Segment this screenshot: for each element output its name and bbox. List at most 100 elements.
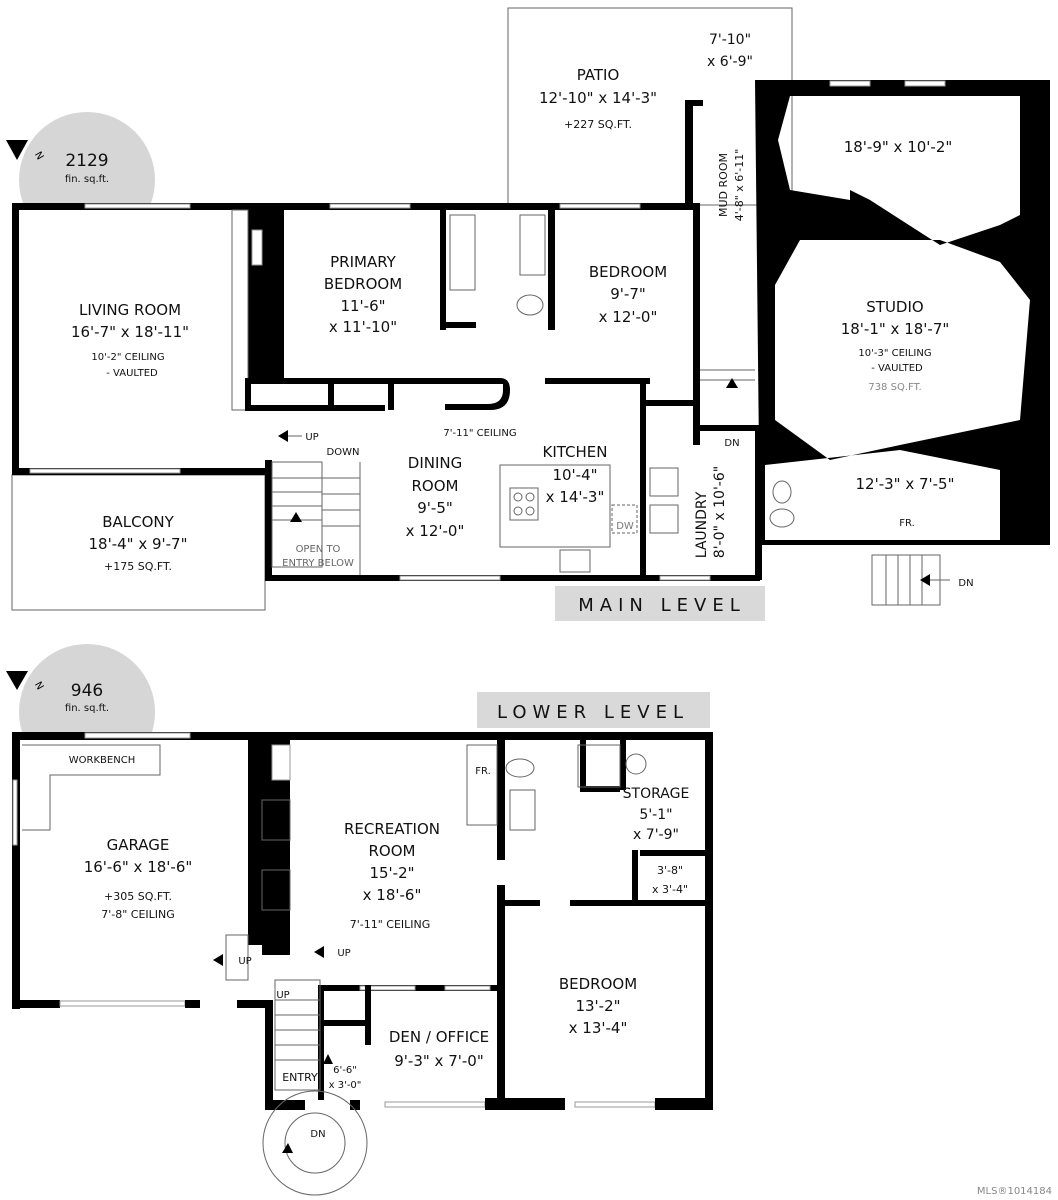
studio-area: 738 SQ.FT. xyxy=(868,382,921,393)
recreation-room-size: 15'-2" xyxy=(369,864,414,882)
bedroom-label: BEDROOM xyxy=(589,263,667,281)
workbench-label: WORKBENCH xyxy=(69,755,135,766)
studio-upper-size: 18'-9" x 10'-2" xyxy=(844,138,953,156)
garage-area: +305 SQ.FT. xyxy=(104,890,172,903)
primary-bedroom-size: x 11'-10" xyxy=(329,318,397,336)
studio-walls xyxy=(755,80,1050,606)
hall-ceiling: 7'-11" CEILING xyxy=(443,428,516,439)
lower-level-title: LOWER LEVEL xyxy=(497,702,689,723)
mls-number: MLS®1014184 xyxy=(977,1186,1052,1197)
entry-dn-label: DN xyxy=(310,1129,325,1140)
stair-down-label: DOWN xyxy=(327,447,360,458)
up-arrow-icon xyxy=(323,1054,333,1064)
garage-ceiling: 7'-8" CEILING xyxy=(101,908,175,921)
primary-bedroom-label: BEDROOM xyxy=(324,275,402,293)
svg-text:N: N xyxy=(32,150,45,162)
main-stair xyxy=(271,430,361,575)
living-room-ceiling-note: - VAULTED xyxy=(106,368,158,379)
kitchen-fixtures xyxy=(449,214,679,573)
mud-room-label: MUD ROOM xyxy=(717,153,730,217)
nook-size: x 6'-9" xyxy=(707,54,753,70)
bedroom-size: 9'-7" xyxy=(610,285,646,303)
lower-bedroom-label: BEDROOM xyxy=(559,975,637,993)
closet-size: x 3'-4" xyxy=(652,883,688,896)
lower-bedroom-size: 13'-2" xyxy=(575,997,620,1015)
kitchen-size: x 14'-3" xyxy=(546,488,605,506)
entry-label: ENTRY xyxy=(282,1071,318,1084)
mud-room-dn-label: DN xyxy=(724,438,739,449)
recreation-room-label: RECREATION xyxy=(344,820,440,838)
dining-room-size: x 12'-0" xyxy=(406,522,465,540)
kitchen-size: 10'-4" xyxy=(552,466,597,484)
stair-up-label: UP xyxy=(305,432,318,443)
rec-up-label: UP xyxy=(337,948,350,959)
patio-label: PATIO xyxy=(577,66,620,84)
balcony-label: BALCONY xyxy=(102,513,174,531)
primary-bedroom-label: PRIMARY xyxy=(330,253,397,271)
area-unit: fin. sq.ft. xyxy=(65,174,109,185)
up-arrow-icon xyxy=(290,512,302,522)
dining-room-label: ROOM xyxy=(412,477,459,495)
north-arrow-icon xyxy=(6,140,28,160)
living-room-ceiling: 10'-2" CEILING xyxy=(91,352,164,363)
up-arrow-icon xyxy=(314,946,324,958)
open-to-label: ENTRY BELOW xyxy=(282,558,354,569)
dining-room-size: 9'-5" xyxy=(417,499,453,517)
up-arrow-icon xyxy=(278,430,288,442)
balcony-size: 18'-4" x 9'-7" xyxy=(88,535,187,553)
area-value: 2129 xyxy=(65,151,108,171)
north-arrow-icon xyxy=(6,671,28,690)
down-arrow-icon xyxy=(282,1143,293,1153)
main-walls xyxy=(12,100,762,581)
storage-size: 5'-1" xyxy=(639,807,672,823)
living-room-size: 16'-7" x 18'-11" xyxy=(71,323,189,341)
entry-size: x 3'-0" xyxy=(329,1080,362,1091)
patio-area: +227 SQ.FT. xyxy=(564,118,632,131)
mud-room-size: 4'-8" x 6'-11" xyxy=(733,149,746,222)
den-office-size: 9'-3" x 7'-0" xyxy=(394,1052,483,1070)
studio-label: STUDIO xyxy=(866,298,923,316)
entry-size: 6'-6" xyxy=(333,1065,357,1076)
fridge-label: FR. xyxy=(899,518,915,529)
garage-label: GARAGE xyxy=(107,836,170,854)
dining-room-label: DINING xyxy=(408,454,462,472)
lower-level-banner xyxy=(477,692,710,728)
balcony-area: +175 SQ.FT. xyxy=(104,560,172,573)
area-value: 946 xyxy=(71,681,103,701)
living-room-label: LIVING ROOM xyxy=(79,301,181,319)
bedroom-size: x 12'-0" xyxy=(599,308,658,326)
garage-size: 16'-6" x 18'-6" xyxy=(84,858,193,876)
up-arrow-icon xyxy=(213,954,223,966)
studio-ceiling: 10'-3" CEILING xyxy=(858,348,931,359)
stair-up-label: UP xyxy=(276,990,289,1001)
laundry-size: 8'-0" x 10'-6" xyxy=(712,466,728,558)
laundry-label: LAUNDRY xyxy=(694,491,710,558)
garage-up-label: UP xyxy=(238,956,251,967)
main-level-title: MAIN LEVEL xyxy=(578,595,745,616)
main-level-banner xyxy=(555,586,765,621)
studio-size: 18'-1" x 18'-7" xyxy=(841,320,950,338)
closet-size: 3'-8" xyxy=(657,864,683,877)
storage-label: STORAGE xyxy=(623,786,690,802)
main-level: N 2129 fin. sq.ft. xyxy=(6,7,1050,621)
dishwasher-label: DW xyxy=(616,521,634,532)
lower-fixtures xyxy=(22,744,647,1196)
area-unit: fin. sq.ft. xyxy=(65,703,109,714)
recreation-room-label: ROOM xyxy=(369,842,416,860)
kitchen-label: KITCHEN xyxy=(543,443,608,461)
lower-walls xyxy=(12,732,713,1110)
studio-lower-size: 12'-3" x 7'-5" xyxy=(855,475,954,493)
down-arrow-icon xyxy=(726,378,738,388)
den-office-label: DEN / OFFICE xyxy=(389,1028,489,1046)
exterior-dn-label: DN xyxy=(958,578,973,589)
recreation-room-ceiling: 7'-11" CEILING xyxy=(350,918,431,931)
primary-bedroom-size: 11'-6" xyxy=(340,297,385,315)
mud-room-stair xyxy=(700,369,760,431)
studio-ceiling-note: - VAULTED xyxy=(871,363,923,374)
area-badge-lower: N 946 fin. sq.ft. xyxy=(6,644,155,732)
down-arrow-icon xyxy=(920,574,930,586)
patio-size: 12'-10" x 14'-3" xyxy=(539,89,657,107)
fridge-label: FR. xyxy=(475,766,491,777)
svg-text:N: N xyxy=(32,680,45,692)
